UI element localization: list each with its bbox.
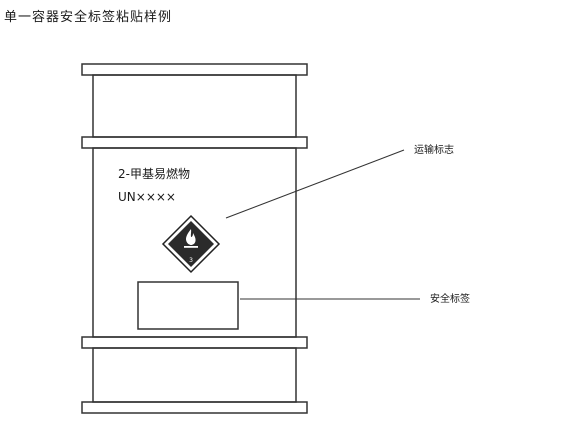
drum-upper-segment (92, 74, 297, 138)
transport-mark-leader-line (225, 149, 405, 219)
product-name: 2-甲基易燃物 (118, 166, 190, 181)
hazard-class-number: 3 (189, 257, 193, 264)
drum-top-rim (81, 63, 308, 76)
page-title: 单一容器安全标签粘贴样例 (4, 10, 173, 25)
flame-icon (184, 229, 198, 248)
drum-bottom-segment (92, 347, 297, 403)
drum-upper-hoop (81, 136, 308, 149)
drum-lower-hoop (81, 336, 308, 349)
safety-label-box (137, 281, 239, 330)
drum-container (81, 63, 308, 414)
drum-bottom-rim (81, 401, 308, 414)
un-number: UN×××× (118, 190, 176, 204)
safety-label-callout: 安全标签 (430, 292, 470, 305)
hazard-diamond: 3 (161, 214, 221, 274)
transport-mark-callout: 运输标志 (414, 143, 454, 156)
